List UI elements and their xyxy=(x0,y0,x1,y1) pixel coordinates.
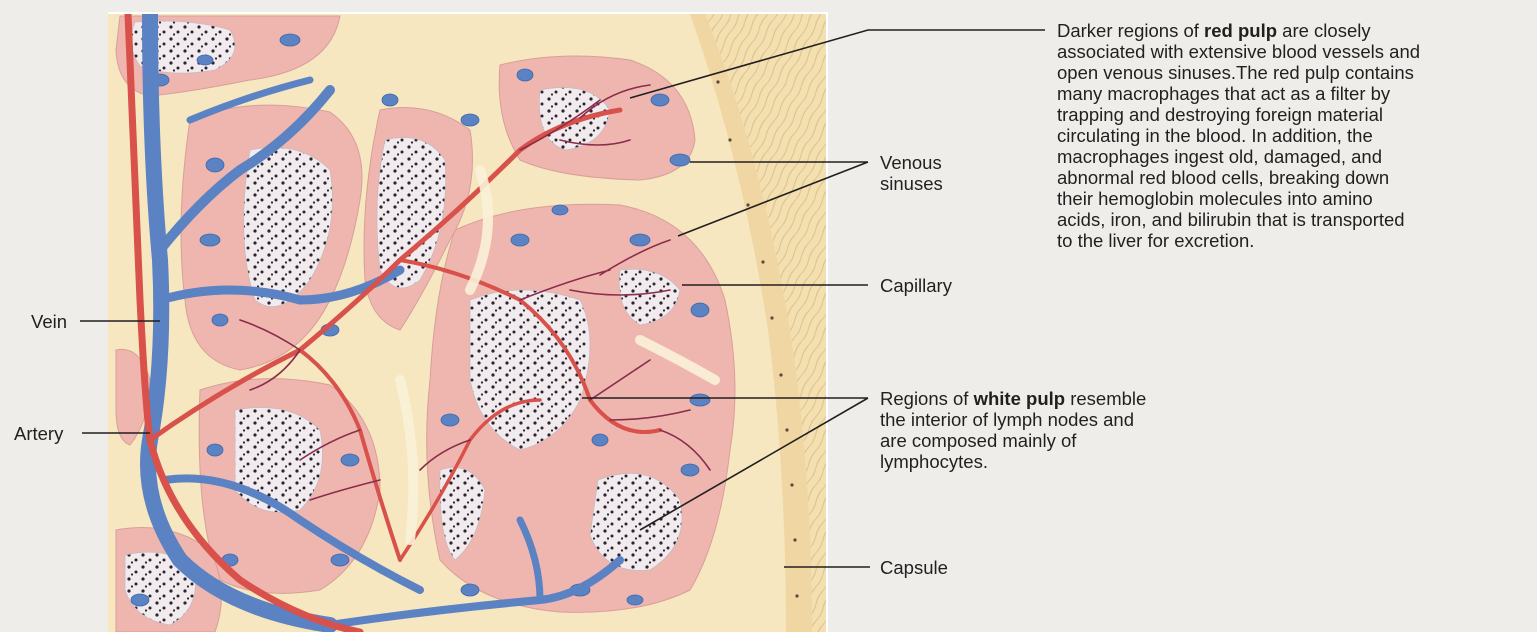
red-pulp-caption-line: abnormal red blood cells, breaking down xyxy=(1057,167,1420,188)
red-pulp-caption-line: trapping and destroying foreign material xyxy=(1057,104,1420,125)
venous-sinuses-label-line2: sinuses xyxy=(880,173,943,194)
red-pulp-caption-line: to the liver for excretion. xyxy=(1057,230,1420,251)
white-pulp-caption-tail: resemble xyxy=(1065,388,1146,409)
capsule-label: Capsule xyxy=(880,557,948,578)
red-pulp-caption-line: macrophages ingest old, damaged, and xyxy=(1057,146,1420,167)
red-pulp-caption-bold: red pulp xyxy=(1204,20,1277,41)
red-pulp-caption-lead: Darker regions of xyxy=(1057,20,1204,41)
white-pulp-caption-line: lymphocytes. xyxy=(880,451,1146,472)
red-pulp-caption-line: associated with extensive blood vessels … xyxy=(1057,41,1420,62)
white-pulp-caption: Regions of white pulp resemble the inter… xyxy=(880,388,1146,472)
red-pulp-caption-line: open venous sinuses.The red pulp contain… xyxy=(1057,62,1420,83)
capillary-label: Capillary xyxy=(880,275,952,296)
white-pulp-caption-line: are composed mainly of xyxy=(880,430,1146,451)
red-pulp-caption-line: their hemoglobin molecules into amino xyxy=(1057,188,1420,209)
white-pulp-caption-bold: white pulp xyxy=(974,388,1065,409)
white-pulp-caption-line: the interior of lymph nodes and xyxy=(880,409,1146,430)
red-pulp-caption-line: circulating in the blood. In addition, t… xyxy=(1057,125,1420,146)
vein-label: Vein xyxy=(31,311,67,332)
white-pulp-caption-lead: Regions of xyxy=(880,388,974,409)
artery-label: Artery xyxy=(14,423,63,444)
red-pulp-caption-line: many macrophages that act as a filter by xyxy=(1057,83,1420,104)
red-pulp-caption: Darker regions of red pulp are closely a… xyxy=(1057,20,1420,251)
venous-sinuses-label: Venous sinuses xyxy=(880,152,943,194)
venous-sinuses-label-line1: Venous xyxy=(880,152,943,173)
red-pulp-caption-line: acids, iron, and bilirubin that is trans… xyxy=(1057,209,1420,230)
red-pulp-caption-tail: are closely xyxy=(1277,20,1371,41)
